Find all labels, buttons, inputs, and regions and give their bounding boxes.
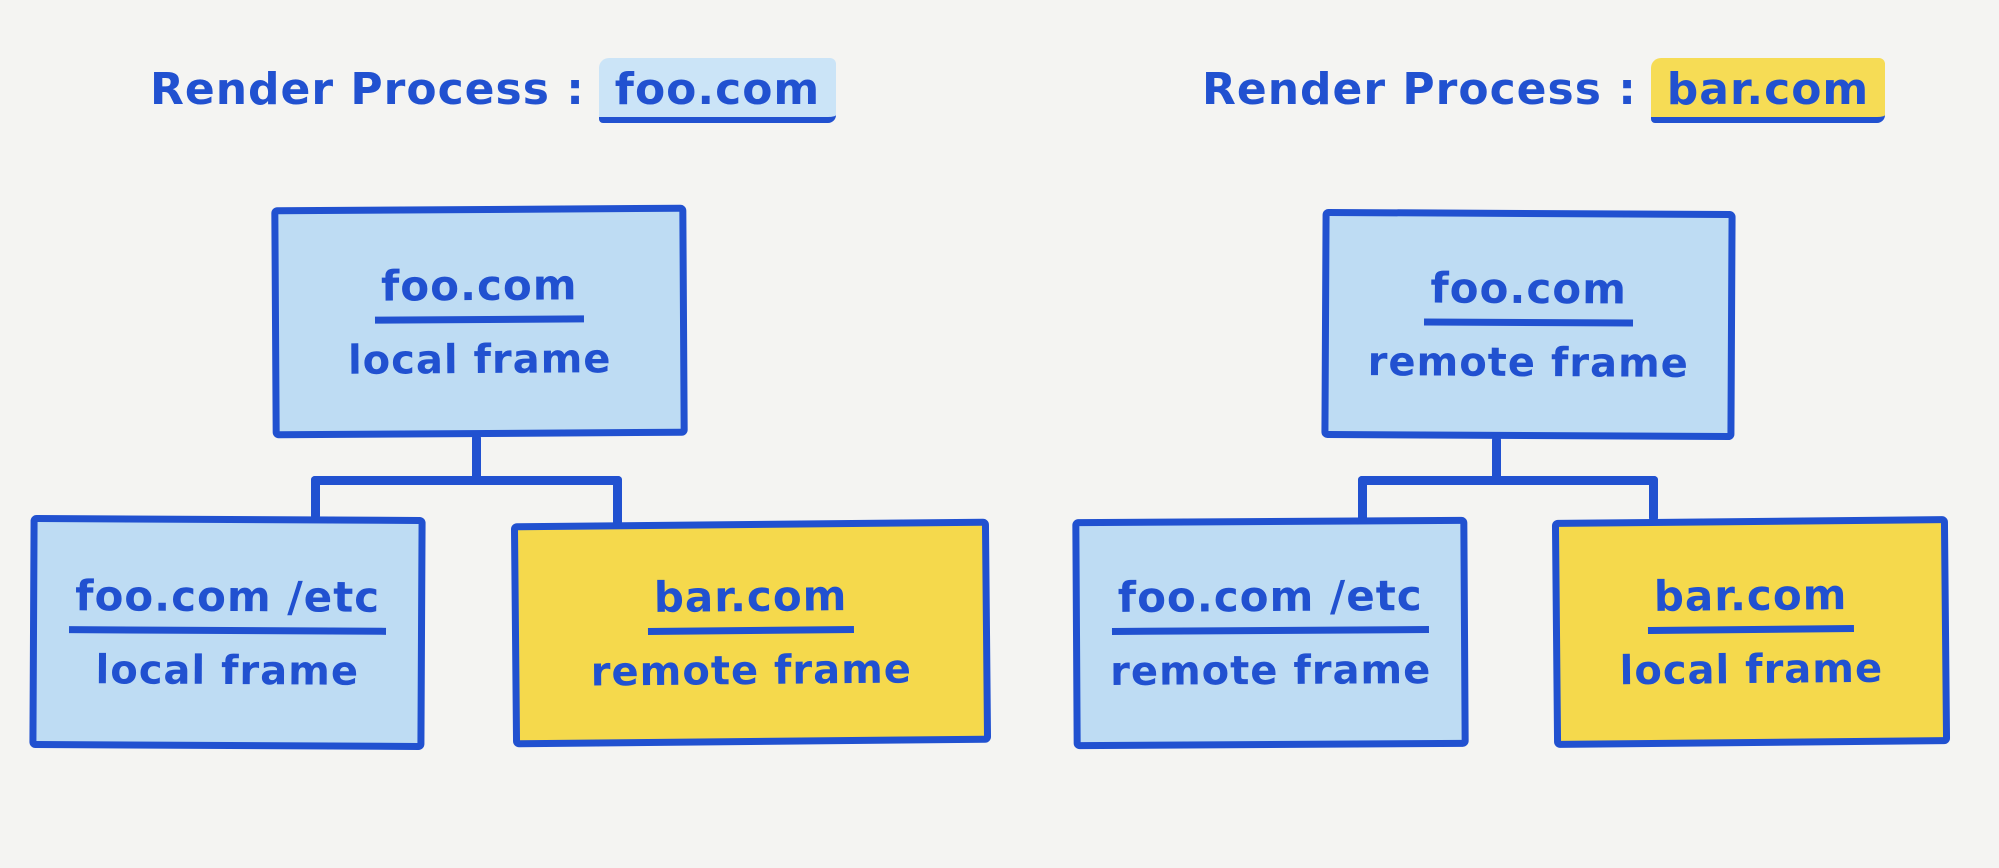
diagram-title-bar: Render Process : bar.com (1202, 58, 1886, 123)
connector-drop-right-2 (1649, 476, 1658, 522)
frame-node-child-foo-etc-right: foo.com /etc remote frame (1072, 516, 1469, 750)
connector-hbar-right (1358, 476, 1658, 485)
title-prefix: Render Process : (150, 64, 585, 115)
connector-drop-left-2 (613, 476, 622, 526)
frame-domain: bar.com (647, 571, 854, 635)
frame-node-root-bar: foo.com remote frame (1321, 208, 1736, 441)
frame-type-label: remote frame (590, 646, 913, 696)
frame-domain: foo.com /etc (69, 570, 387, 635)
frame-domain: foo.com (374, 259, 584, 324)
frame-node-root-foo: foo.com local frame (271, 204, 688, 439)
title-domain-highlight-foo: foo.com (598, 58, 837, 123)
diagram-title-foo: Render Process : foo.com (150, 58, 837, 123)
connector-stem-right (1492, 436, 1501, 484)
frame-node-child-bar-right: bar.com local frame (1551, 516, 1951, 748)
frame-type-label: remote frame (1367, 338, 1689, 387)
frame-type-label: local frame (95, 646, 360, 695)
frame-type-label: local frame (347, 335, 612, 384)
frame-node-child-foo-etc-left: foo.com /etc local frame (29, 514, 426, 751)
title-prefix: Render Process : (1202, 64, 1637, 115)
title-domain-highlight-bar: bar.com (1650, 58, 1886, 123)
frame-domain: bar.com (1647, 570, 1854, 634)
frame-type-label: local frame (1619, 645, 1884, 695)
connector-hbar-left (311, 476, 622, 485)
connector-drop-left-1 (311, 476, 320, 520)
connector-stem-left (472, 434, 481, 484)
frame-domain: foo.com /etc (1111, 571, 1429, 635)
connector-drop-right-1 (1358, 476, 1367, 522)
frame-node-child-bar-left: bar.com remote frame (510, 518, 992, 748)
frame-domain: foo.com (1424, 262, 1634, 327)
frame-type-label: remote frame (1110, 647, 1432, 695)
